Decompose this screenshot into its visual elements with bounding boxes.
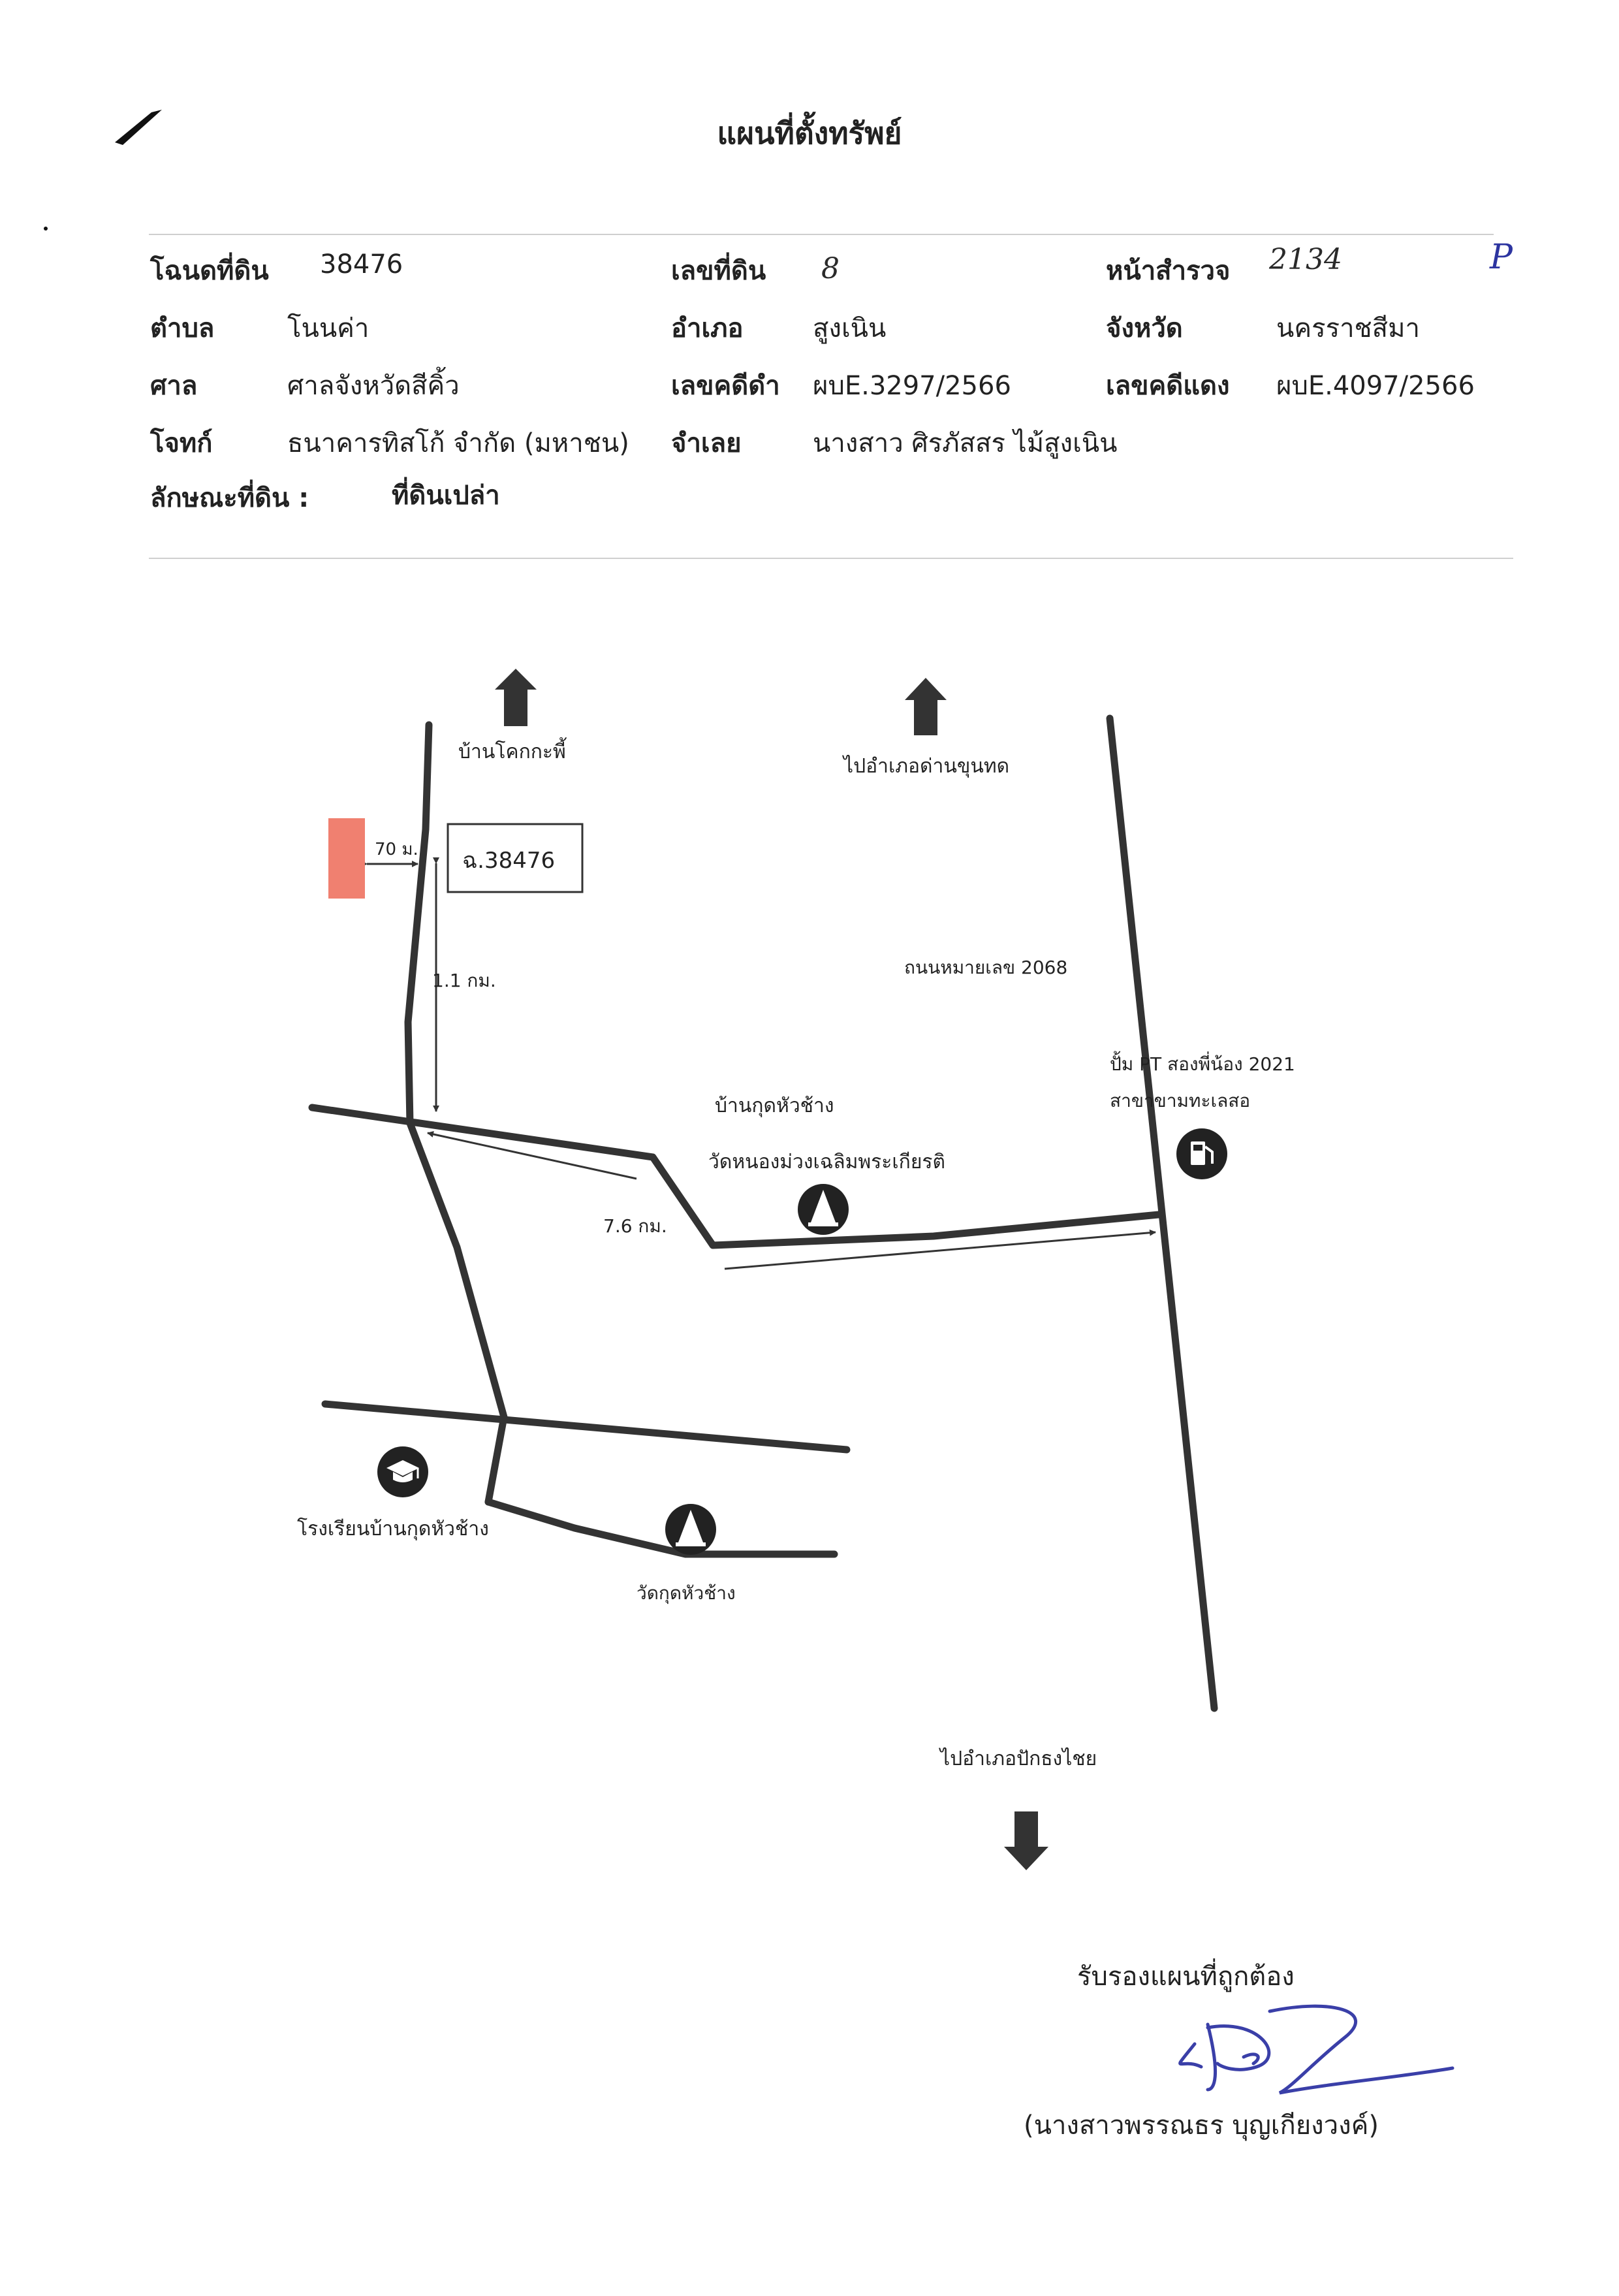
south-label: ไปอำเภอปักธงไชย	[940, 1747, 1097, 1770]
header-bottom-rule	[149, 558, 1513, 559]
land-no-label: เลขที่ดิน	[671, 256, 766, 286]
survey-page-label: หน้าสำรวจ	[1106, 256, 1231, 286]
road-temple	[484, 1498, 838, 1558]
page-title: แผนที่ตั้งทรัพย์	[717, 116, 902, 151]
subdistrict-label: ตำบล	[150, 313, 215, 343]
road-school	[321, 1400, 851, 1454]
deed-value: 38476	[320, 249, 403, 279]
province-label: จังหวัด	[1106, 313, 1183, 343]
gas-label-1: ปั้ม PT สองพี่น้อง 2021	[1110, 1053, 1295, 1075]
survey-mark: P	[1490, 238, 1513, 277]
dist-1-1-label: 1.1 กม.	[432, 970, 496, 991]
temple-icon	[665, 1504, 716, 1555]
defendant-label: จำเลย	[671, 428, 742, 458]
dist-70-label: 70 ม.	[375, 840, 418, 859]
province-value: นครราชสีมา	[1276, 313, 1420, 343]
temple-icon	[798, 1184, 849, 1235]
main-road-left	[404, 721, 508, 1506]
school-label: โรงเรียนบ้านกุดหัวช้าง	[297, 1518, 489, 1540]
signer-name: (นางสาวพรรณธร บุญเกียงวงค์)	[1024, 2111, 1379, 2141]
road-label: ถนนหมายเลข 2068	[904, 957, 1068, 978]
temple2-label: วัดกุดหัวช้าง	[637, 1582, 736, 1604]
defendant-value: นางสาว ศิรภัสสร ไม้สูงเนิน	[813, 428, 1118, 458]
dist-7-6-label: 7.6 กม.	[603, 1215, 667, 1237]
court-value: ศาลจังหวัดสีคิ้ว	[287, 371, 460, 401]
signature	[1178, 2004, 1454, 2095]
temple1-label: วัดหนองม่วงเฉลิมพระเกียรติ	[708, 1151, 945, 1173]
north-right-label: ไปอำเภอด่านขุนทด	[843, 755, 1010, 778]
scan-dot	[44, 227, 48, 231]
red-case-label: เลขคดีแดง	[1106, 371, 1230, 401]
school-icon	[377, 1446, 428, 1497]
land-type-label: ลักษณะที่ดิน :	[150, 483, 309, 513]
certification-text: รับรองแผนที่ถูกต้อง	[1077, 1962, 1295, 1992]
subdistrict-value: โนนค่า	[287, 313, 369, 343]
black-case-label: เลขคดีดำ	[671, 371, 780, 401]
scan-mark	[115, 110, 162, 145]
plaintiff-value: ธนาคารทิสโก้ จำกัด (มหาชน)	[287, 428, 629, 458]
south-arrow	[1004, 1811, 1048, 1870]
gas-station-icon	[1176, 1128, 1227, 1179]
black-case-value: ผบE.3297/2566	[813, 371, 1011, 401]
parcel-marker	[328, 818, 365, 899]
plaintiff-label: โจทก์	[150, 428, 213, 458]
village-label: บ้านกุดหัวช้าง	[715, 1094, 834, 1117]
land-type-value: ที่ดินเปล่า	[392, 481, 500, 511]
north-arrow-left	[495, 669, 537, 726]
gas-label-2: สาขาขามทะเลสอ	[1110, 1090, 1251, 1111]
deed-label: โฉนดที่ดิน	[150, 256, 269, 286]
road-kudhuachang	[308, 1104, 1163, 1249]
parcel-label: ฉ.38476	[462, 848, 556, 874]
district-value: สูงเนิน	[813, 313, 887, 343]
north-arrow-right	[905, 678, 947, 735]
land-no-value: 8	[821, 252, 840, 285]
court-label: ศาล	[150, 371, 198, 401]
dist-7-6-arrow-upper	[427, 1131, 637, 1180]
parcel-label-box	[447, 823, 584, 893]
red-case-value: ผบE.4097/2566	[1276, 371, 1475, 401]
dist-7-6-arrow-lower	[724, 1229, 1156, 1270]
north-left-label: บ้านโคกกะพี้	[458, 741, 566, 763]
header-top-rule	[149, 234, 1494, 235]
district-label: อำเภอ	[671, 313, 744, 343]
survey-page-value: 2134	[1269, 243, 1342, 276]
